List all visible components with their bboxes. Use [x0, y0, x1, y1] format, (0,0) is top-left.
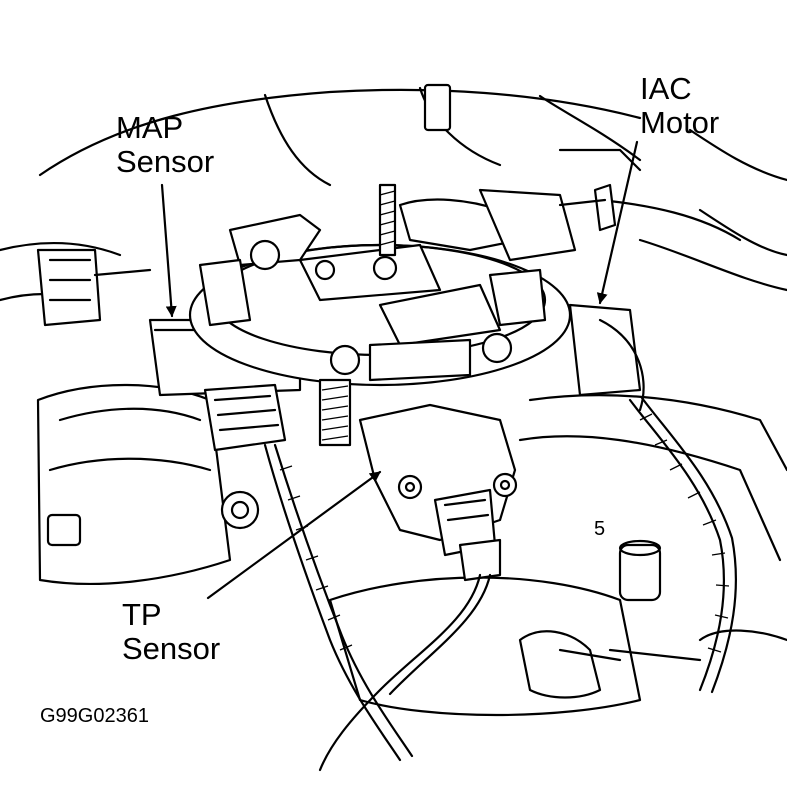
- engine-background: [0, 83, 787, 717]
- throttle-body: [148, 183, 645, 447]
- figure-code: G99G02361: [40, 705, 149, 727]
- map-leader: [160, 183, 177, 318]
- iac-leader: [596, 140, 639, 305]
- tp-sensor-label: TP Sensor: [122, 598, 220, 666]
- map-sensor-label-line-1: MAP: [116, 110, 184, 145]
- leader-lines: [160, 140, 639, 600]
- tp-leader: [206, 470, 382, 600]
- iac-motor-label-line-2: Motor: [640, 105, 720, 140]
- tp-sensor-label-line-2: Sensor: [122, 631, 221, 666]
- tp-sensor: [358, 403, 518, 582]
- wiring-harness: [263, 396, 737, 772]
- stamp-mark: 5: [594, 518, 606, 540]
- map-connector: [203, 383, 287, 452]
- tp-sensor-label-line-1: TP: [122, 597, 162, 632]
- map-sensor-label-line-2: Sensor: [116, 144, 215, 179]
- map-sensor-label: MAP Sensor: [116, 111, 214, 179]
- iac-motor-label-line-1: IAC: [640, 71, 692, 106]
- iac-motor-label: IAC Motor: [640, 72, 719, 140]
